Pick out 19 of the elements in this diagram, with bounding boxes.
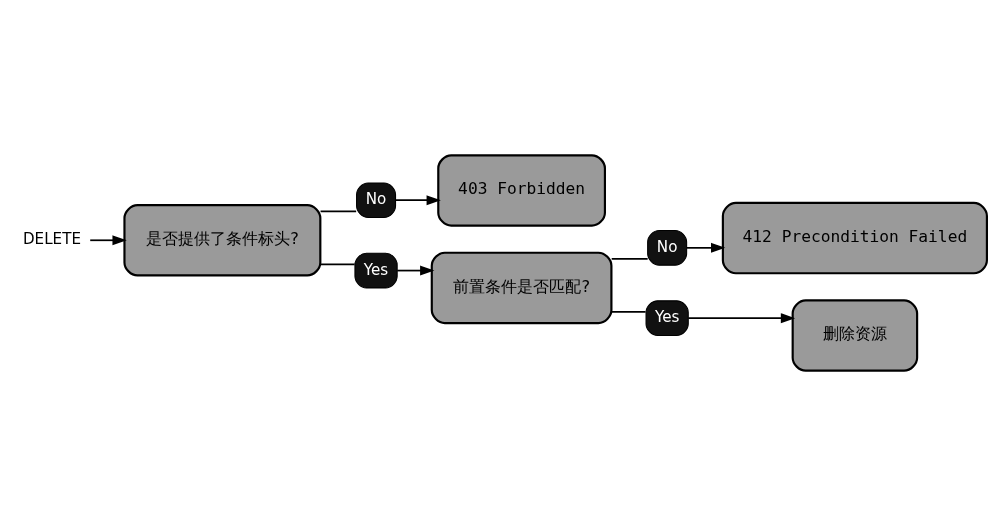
node-box: 前置条件是否匹配?: [430, 251, 613, 325]
node-box: 是否提供了条件标头?: [123, 204, 322, 277]
arrow: [686, 242, 726, 253]
node-box: 删除资源: [791, 299, 919, 372]
node-box: No: [356, 182, 397, 219]
arrow: [89, 235, 127, 246]
node-box: 412 Precondition Failed: [721, 201, 988, 275]
node-box: Yes: [354, 252, 398, 289]
node-box: No: [647, 230, 688, 266]
connector: [610, 311, 647, 313]
arrow: [396, 265, 435, 276]
node-text: DELETE: [22, 230, 81, 249]
connector: [319, 263, 356, 266]
connector: [610, 258, 649, 260]
arrow: [687, 313, 796, 324]
connector: [319, 210, 358, 213]
node-box: Yes: [645, 300, 689, 337]
arrow: [394, 195, 441, 206]
node-box: 403 Forbidden: [437, 154, 606, 227]
